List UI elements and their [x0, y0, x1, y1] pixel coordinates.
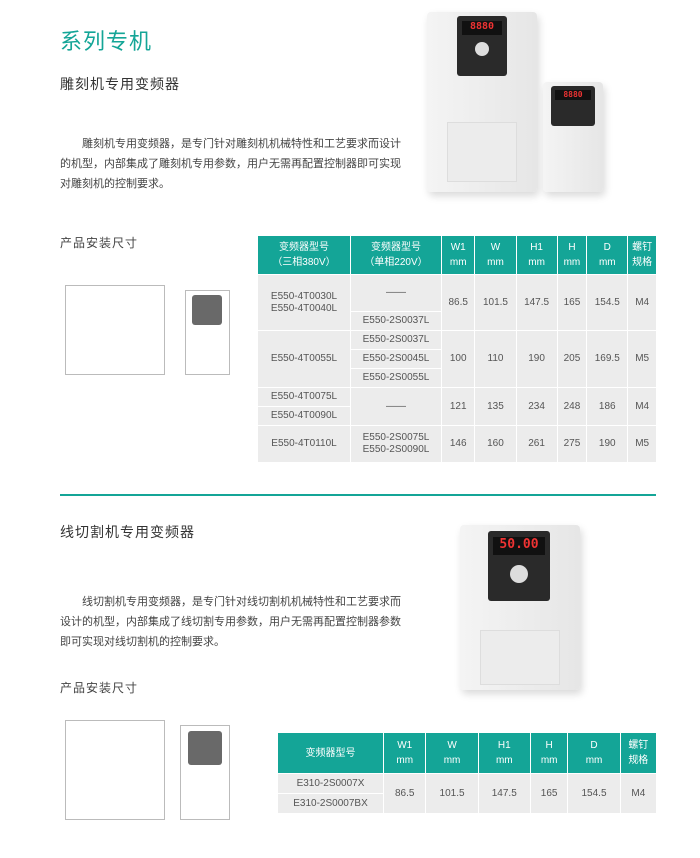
header-unit: mm [487, 257, 504, 268]
header-unit: mm [563, 257, 581, 268]
product-image-e310: 50.00 [455, 520, 595, 700]
header-model-220-sub: （单相220V） [364, 257, 428, 268]
w1-cell: 146 [442, 426, 475, 462]
header-h: H [545, 740, 553, 751]
h-cell: 205 [557, 331, 587, 387]
header-unit: mm [495, 755, 513, 766]
model-cell: E550-4T0030L [270, 290, 338, 302]
h1-cell: 147.5 [478, 774, 530, 813]
header-unit: mm [396, 755, 414, 766]
d-cell: 169.5 [587, 331, 628, 387]
header-screw: 螺钉 [628, 740, 649, 751]
section1-subtitle: 雕刻机专用变频器 [60, 76, 180, 92]
screw-cell: M4 [620, 774, 656, 813]
table-row: E550-4T0075L —— 121 135 234 248 186 M4 [258, 388, 656, 425]
header-model-220: 变频器型号 [371, 242, 421, 253]
section2-description: 线切割机专用变频器，是专门针对线切割机机械特性和工艺要求而设计的机型，内部集成了… [60, 596, 401, 648]
w-cell: 110 [475, 331, 516, 387]
header-h1: H1 [497, 740, 511, 751]
w1-cell: 121 [442, 388, 475, 425]
model-cell: E550-2S0075L [362, 432, 430, 443]
product-image-e550: 8880 8880 [415, 12, 620, 212]
d-cell: 154.5 [568, 774, 620, 813]
h1-cell: 261 [516, 426, 557, 462]
header-unit: mm [443, 755, 461, 766]
dimension-drawing-e310 [60, 705, 250, 830]
model-cell: —— [351, 388, 441, 425]
header-model: 变频器型号 [278, 733, 383, 773]
display-readout-small: 8880 [555, 90, 591, 100]
page-title: 系列专机 [60, 29, 153, 54]
header-screw-2: 规格 [628, 755, 649, 766]
screw-cell: M4 [628, 275, 656, 330]
w1-cell: 86.5 [384, 774, 426, 813]
d-cell: 186 [587, 388, 628, 425]
header-w1: W1 [450, 242, 466, 253]
header-d: D [603, 242, 611, 253]
header-screw-2: 规格 [632, 257, 653, 268]
h1-cell: 147.5 [516, 275, 557, 330]
model-cell: —— [351, 275, 441, 311]
w1-cell: 100 [442, 331, 475, 387]
model-cell: E550-4T0055L [258, 331, 350, 387]
model-cell: E550-2S0090L [362, 444, 430, 455]
h-cell: 165 [557, 275, 587, 330]
w-cell: 160 [475, 426, 516, 462]
header-model-380-sub: （三相380V） [272, 257, 336, 268]
section1-dims-label: 产品安装尺寸 [60, 236, 139, 250]
header-unit: mm [528, 257, 545, 268]
w-cell: 101.5 [426, 774, 478, 813]
section2-dims-label: 产品安装尺寸 [60, 681, 139, 695]
h-cell: 165 [530, 774, 568, 813]
model-cell: E550-4T0075L [258, 388, 350, 406]
header-w: W [490, 242, 501, 253]
w1-cell: 86.5 [442, 275, 475, 330]
d-cell: 154.5 [587, 275, 628, 330]
header-model-380: 变频器型号 [279, 242, 329, 253]
section2-subtitle: 线切割机专用变频器 [60, 524, 195, 540]
h1-cell: 190 [516, 331, 557, 387]
model-cell: E550-4T0040L [270, 302, 338, 314]
header-unit: mm [449, 257, 467, 268]
d-cell: 190 [587, 426, 628, 462]
h-cell: 248 [557, 388, 587, 425]
header-h1: H1 [530, 242, 543, 253]
table-row: E550-4T0055L E550-2S0037L 100 110 190 20… [258, 331, 656, 387]
section1-description: 雕刻机专用变频器，是专门针对雕刻机机械特性和工艺要求而设计的机型，内部集成了雕刻… [60, 138, 401, 190]
model-cell: E550-4T0110L [258, 426, 350, 462]
header-d: D [590, 740, 598, 751]
dimension-drawing-e550 [60, 265, 250, 385]
screw-cell: M5 [628, 331, 656, 387]
model-cell: E550-2S0037L [351, 331, 441, 349]
screw-cell: M5 [628, 426, 656, 462]
w-cell: 101.5 [475, 275, 516, 330]
display-readout: 8880 [462, 21, 502, 35]
header-unit: mm [540, 755, 558, 766]
model-cell: E310-2S0007BX [278, 794, 383, 813]
header-unit: mm [585, 755, 603, 766]
h1-cell: 234 [516, 388, 557, 425]
section-divider [60, 494, 656, 496]
display-readout: 50.00 [493, 537, 545, 555]
table-row: E310-2S0007X 86.5 101.5 147.5 165 154.5 … [278, 774, 656, 813]
header-unit: mm [598, 257, 616, 268]
header-w1: W1 [397, 740, 413, 751]
model-cell: E550-2S0055L [351, 369, 441, 387]
model-cell: E550-2S0045L [351, 350, 441, 368]
header-w: W [447, 740, 457, 751]
model-cell: E310-2S0007X [278, 774, 383, 793]
model-cell: E550-4T0090L [258, 407, 350, 425]
header-h: H [568, 242, 576, 253]
h-cell: 275 [557, 426, 587, 462]
header-screw: 螺钉 [632, 242, 653, 253]
model-cell: E550-2S0037L [351, 312, 441, 330]
w-cell: 135 [475, 388, 516, 425]
screw-cell: M4 [628, 388, 656, 425]
